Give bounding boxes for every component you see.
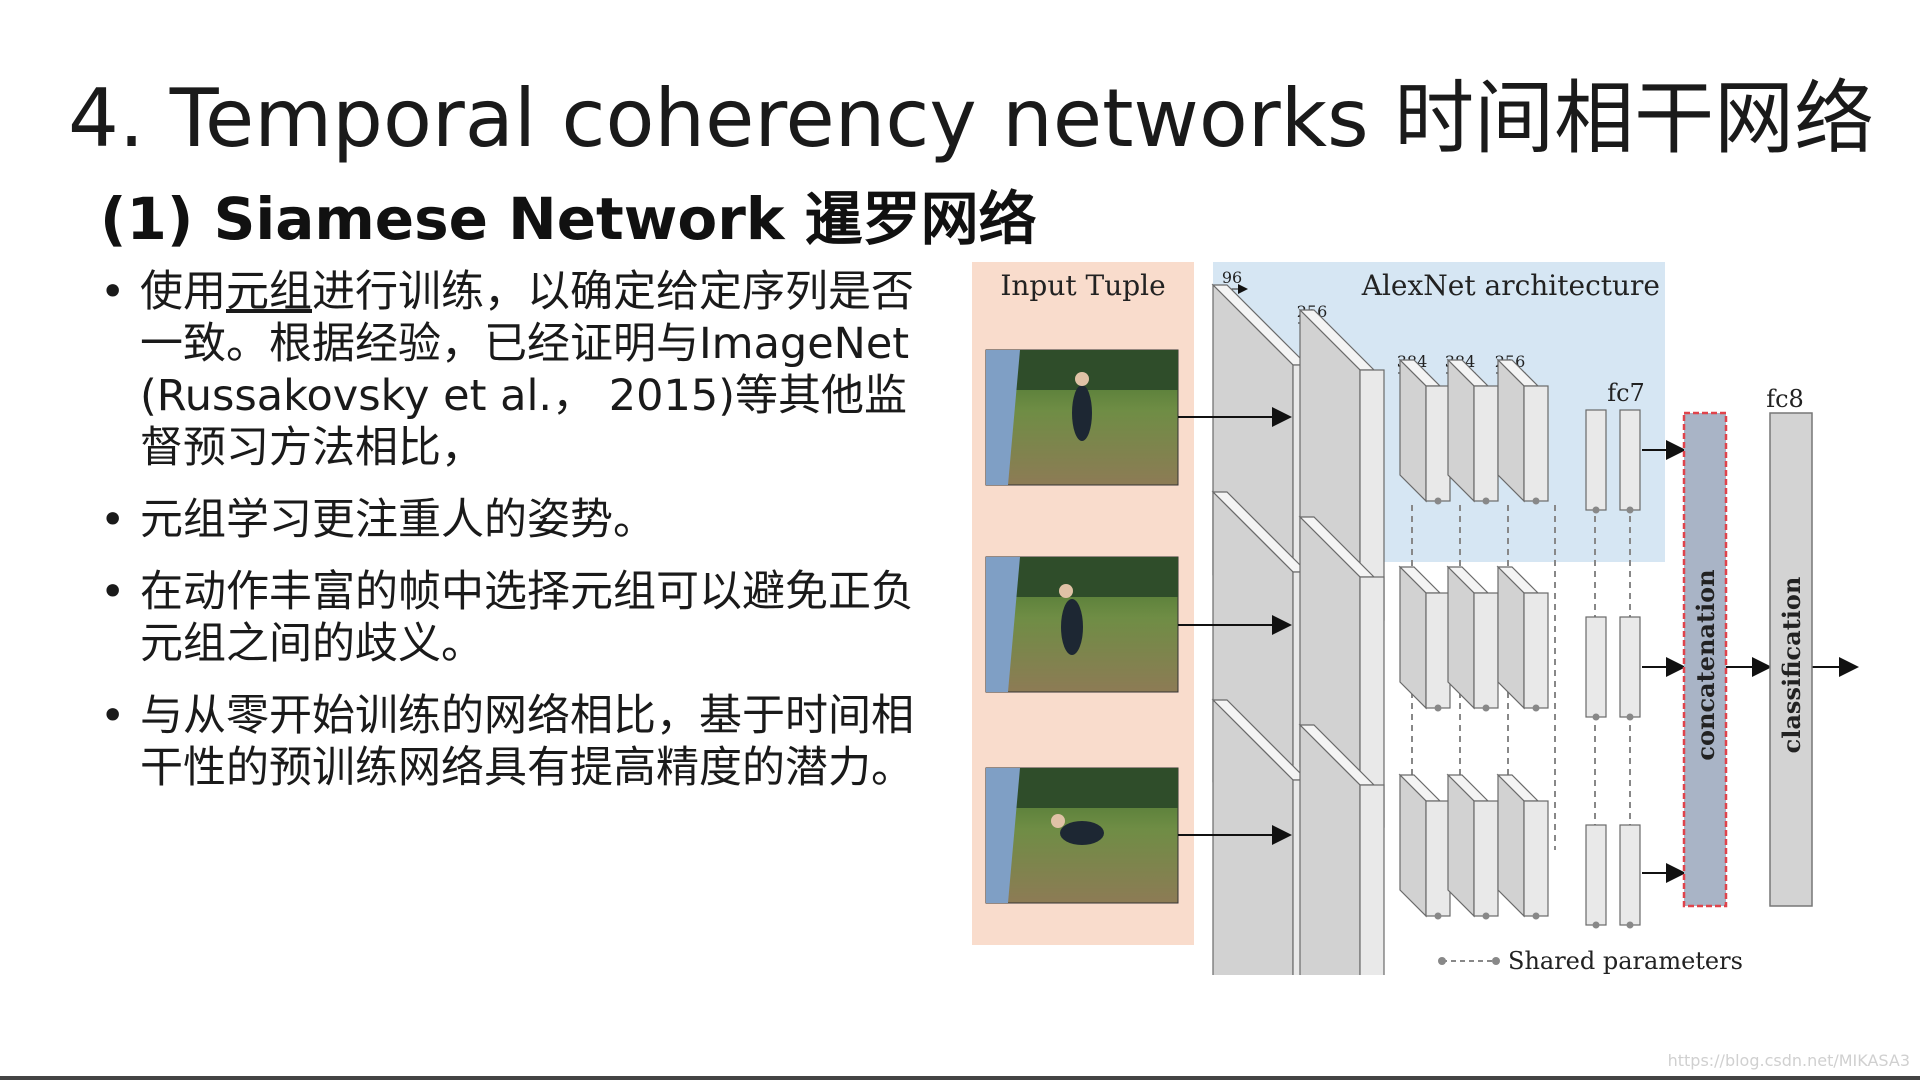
bullet-item-4: 与从零开始训练的网络相比，基于时间相干性的预训练网络具有提高精度的潜力。	[100, 690, 930, 794]
bullet-1-underlined-term: 元组	[226, 267, 312, 317]
classification-label: classification	[1777, 577, 1806, 754]
shared-parameters-label: Shared parameters	[1508, 947, 1743, 975]
fc8-label: fc8	[1766, 385, 1804, 413]
bullet-item-2: 元组学习更注重人的姿势。	[100, 494, 930, 546]
stream-1-conv3-layer	[1425, 385, 1451, 502]
stream-2-conv3-layer-param-dot	[1434, 704, 1442, 712]
slide-subtitle: (1) Siamese Network 暹罗网络	[100, 185, 1037, 253]
stream-3-conv3-layer	[1425, 800, 1451, 917]
legend-dot	[1438, 957, 1446, 965]
bullet-item-1: 使用元组进行训练，以确定给定序列是否一致。根据经验，已经证明与ImageNet …	[100, 266, 930, 474]
stream-3-fc6-layer-param-dot	[1592, 921, 1600, 929]
stream-1-fc7-layer	[1619, 409, 1641, 511]
stream-1-conv3-layer-param-dot	[1434, 497, 1442, 505]
stream-2-fc7-layer	[1619, 616, 1641, 718]
stream-3-fc7-layer	[1619, 824, 1641, 926]
siamese-network-diagram: Input Tuple AlexNet architecture 96	[972, 262, 1859, 975]
stream-1-fc7-layer-param-dot	[1626, 506, 1634, 514]
bullet-1-prefix: 使用	[140, 267, 226, 317]
stream-1-conv5-layer	[1523, 385, 1549, 502]
stream-3-conv2-layer-side	[1299, 723, 1361, 975]
stream-3-fc7-layer-param-dot	[1626, 921, 1634, 929]
concatenation-block	[1682, 411, 1728, 908]
stream-3-fc6-layer	[1585, 824, 1607, 926]
stream-1-conv5-layer-param-dot	[1532, 497, 1540, 505]
watermark-url: https://blog.csdn.net/MIKASA3	[1667, 1051, 1910, 1070]
slide-bottom-border	[0, 1076, 1920, 1080]
input-tuple-label: Input Tuple	[1000, 269, 1165, 302]
input-frame-1	[985, 349, 1179, 486]
legend-dot	[1492, 957, 1500, 965]
stream-1-conv4-layer-param-dot	[1482, 497, 1490, 505]
stream-3-conv4-layer-param-dot	[1482, 912, 1490, 920]
bullet-item-3: 在动作丰富的帧中选择元组可以避免正负元组之间的歧义。	[100, 566, 930, 670]
bullet-1-rest: 进行训练，以确定给定序列是否一致。根据经验，已经证明与ImageNet (Rus…	[140, 267, 914, 473]
stream-2-conv5-layer-param-dot	[1532, 704, 1540, 712]
bullet-list: 使用元组进行训练，以确定给定序列是否一致。根据经验，已经证明与ImageNet …	[100, 266, 930, 814]
fc7-label: fc7	[1607, 379, 1645, 407]
stream-1-fc6-layer-param-dot	[1592, 506, 1600, 514]
stream-1-fc6-layer	[1585, 409, 1607, 511]
stream-3-conv5-layer	[1523, 800, 1549, 917]
stream-2-conv5-layer	[1523, 592, 1549, 709]
stream-1-conv4-layer	[1473, 385, 1499, 502]
input-frame-3	[985, 767, 1179, 904]
dim-label-96: 96	[1222, 268, 1242, 287]
alexnet-streams	[1211, 283, 1641, 975]
stream-3-conv4-layer	[1473, 800, 1499, 917]
stream-2-conv3-layer	[1425, 592, 1451, 709]
stream-3-conv1-layer-side	[1212, 698, 1294, 975]
input-frame-2	[985, 556, 1179, 693]
alexnet-label: AlexNet architecture	[1361, 269, 1660, 302]
classification-block	[1769, 412, 1813, 907]
shared-parameters-legend: Shared parameters	[1438, 947, 1743, 975]
slide-title: 4. Temporal coherency networks 时间相干网络	[68, 72, 1875, 165]
input-arrows	[1178, 407, 1859, 883]
stream-2-conv4-layer	[1473, 592, 1499, 709]
stream-3-conv5-layer-param-dot	[1532, 912, 1540, 920]
stream-2-fc6-layer	[1585, 616, 1607, 718]
concatenation-label: concatenation	[1691, 569, 1720, 760]
stream-3-conv3-layer-param-dot	[1434, 912, 1442, 920]
stream-2-fc7-layer-param-dot	[1626, 713, 1634, 721]
stream-2-fc6-layer-param-dot	[1592, 713, 1600, 721]
stream-2-conv4-layer-param-dot	[1482, 704, 1490, 712]
stream-3-conv2-layer	[1359, 784, 1385, 975]
